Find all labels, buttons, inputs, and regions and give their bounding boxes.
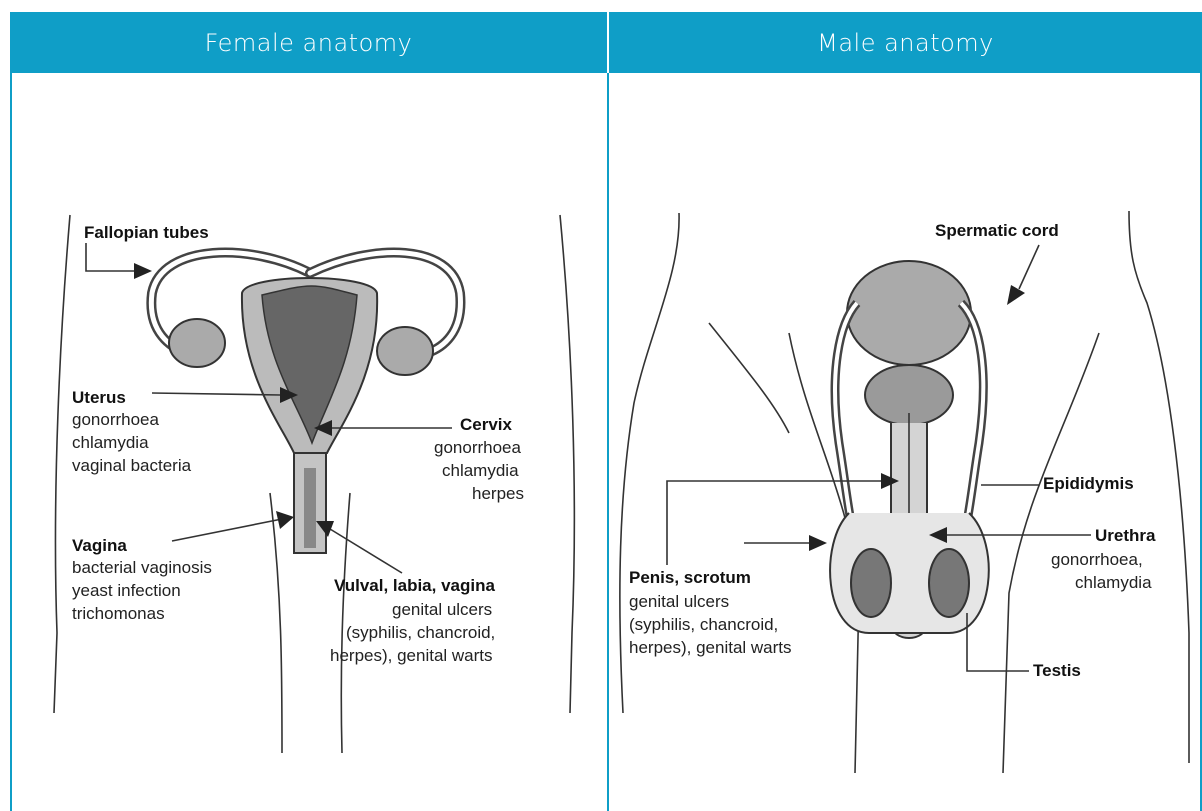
leader-uterus: [152, 393, 280, 395]
header-female: Female anatomy: [10, 12, 609, 73]
label-spermatic-cord: Spermatic cord: [935, 221, 1059, 240]
arrow-spermatic: [1007, 285, 1025, 305]
male-anatomy-cell: Spermatic cord Epididymis Urethra gonorr…: [609, 73, 1202, 811]
thigh-inner-left: [270, 493, 282, 753]
arrow-scrotum: [809, 535, 827, 551]
arrow-fallopian: [134, 263, 152, 279]
vulval-line-1: genital ulcers: [392, 600, 492, 619]
vagina-line-1: bacterial vaginosis: [72, 558, 212, 577]
urethra-line-1: gonorrhoea,: [1051, 550, 1143, 569]
uterus-line-3: vaginal bacteria: [72, 456, 192, 475]
ovary-left: [169, 319, 225, 367]
bladder: [847, 261, 971, 365]
label-fallopian: Fallopian tubes: [84, 223, 209, 242]
cervix-line-2: chlamydia: [442, 461, 519, 480]
vulval-line-2: (syphilis, chancroid,: [346, 623, 495, 642]
ovary-right: [377, 327, 433, 375]
penis-line-2: (syphilis, chancroid,: [629, 615, 778, 634]
female-anatomy-cell: Fallopian tubes Uterus gonorrhoea chlamy…: [10, 73, 609, 811]
label-urethra: Urethra: [1095, 526, 1156, 545]
leader-vulval: [330, 529, 402, 573]
uterus-line-1: gonorrhoea: [72, 410, 160, 429]
label-vagina: Vagina: [72, 536, 127, 555]
inguinal-left: [709, 323, 789, 433]
testis-left: [851, 549, 891, 617]
arrow-vagina: [276, 511, 294, 529]
label-epididymis: Epididymis: [1043, 474, 1134, 493]
vaginal-canal: [304, 468, 316, 548]
cervix-line-1: gonorrhoea: [434, 438, 522, 457]
body-outline-left: [54, 215, 70, 713]
male-anatomy-diagram: Spermatic cord Epididymis Urethra gonorr…: [609, 73, 1200, 811]
urethra-line-2: chlamydia: [1075, 573, 1152, 592]
vulval-line-3: herpes), genital warts: [330, 646, 493, 665]
label-cervix: Cervix: [460, 415, 513, 434]
label-vulval: Vulval, labia, vagina: [334, 576, 495, 595]
label-testis: Testis: [1033, 661, 1081, 680]
leader-fallopian: [86, 243, 134, 271]
label-uterus: Uterus: [72, 388, 126, 407]
vagina-line-3: trichomonas: [72, 604, 165, 623]
anatomy-table: Female anatomy Male anatomy Fallopian t: [10, 12, 1202, 811]
header-male: Male anatomy: [609, 12, 1202, 73]
body-outline-right: [560, 215, 574, 713]
body-outline-right: [1129, 211, 1189, 763]
label-penis-scrotum: Penis, scrotum: [629, 568, 751, 587]
leader-vagina: [172, 519, 282, 541]
penis-line-3: herpes), genital warts: [629, 638, 792, 657]
leader-spermatic: [1019, 245, 1039, 289]
testis-right: [929, 549, 969, 617]
uterus-line-2: chlamydia: [72, 433, 149, 452]
cervix-line-3: herpes: [472, 484, 524, 503]
female-anatomy-diagram: Fallopian tubes Uterus gonorrhoea chlamy…: [12, 73, 609, 811]
leader-testis: [967, 613, 1029, 671]
penis-line-1: genital ulcers: [629, 592, 729, 611]
vagina-line-2: yeast infection: [72, 581, 181, 600]
